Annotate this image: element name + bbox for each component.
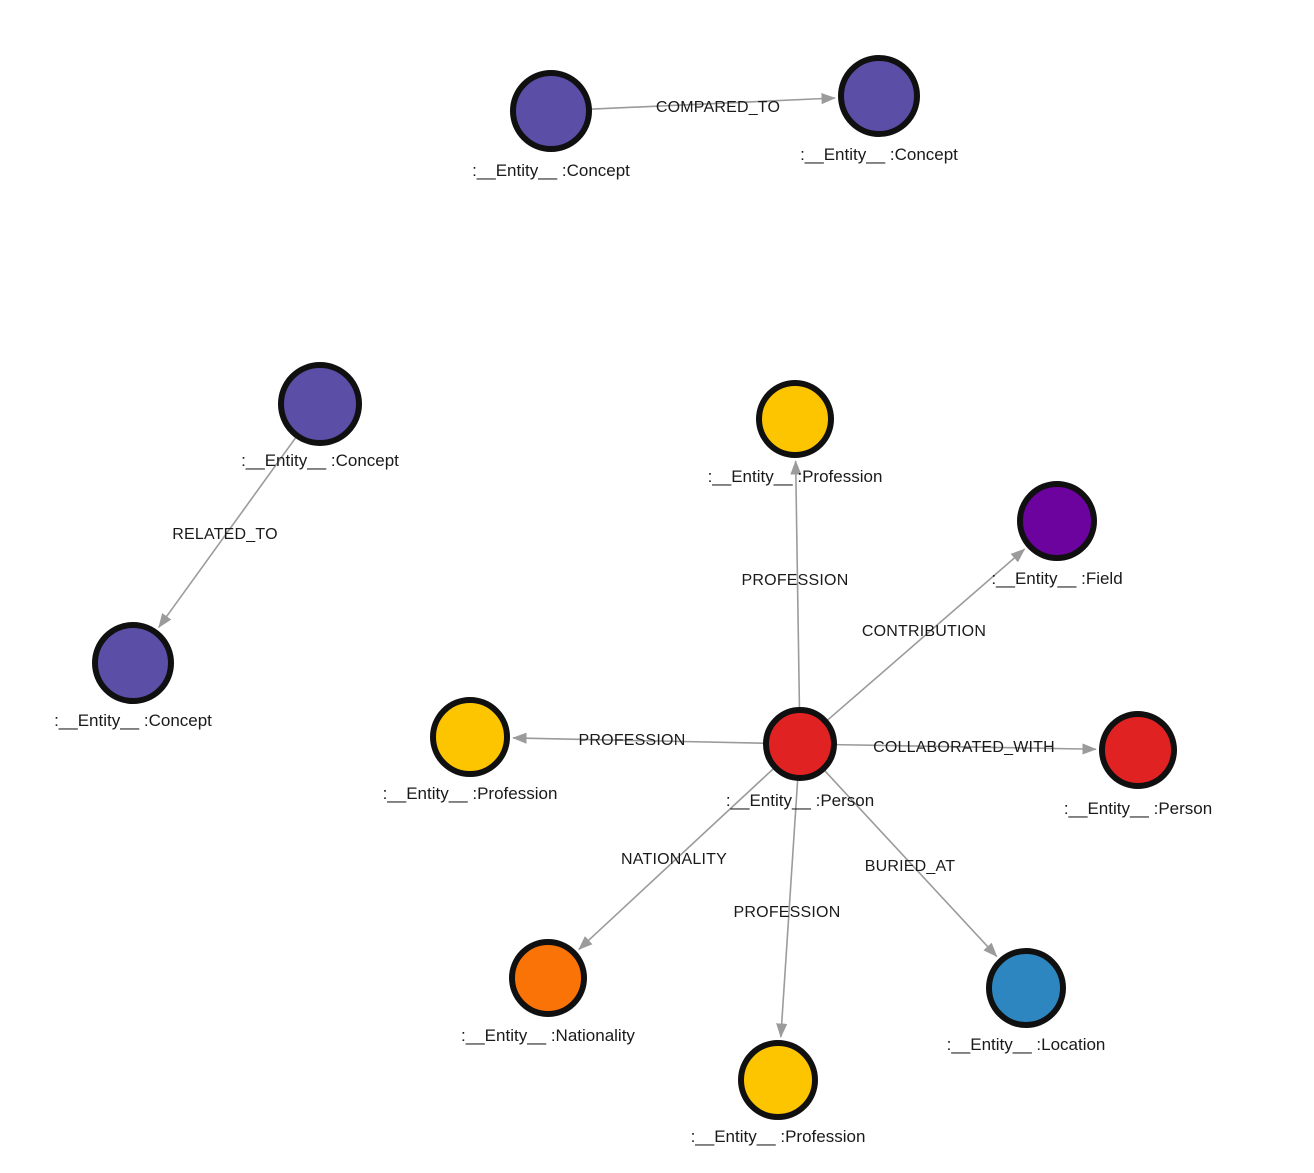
graph-node[interactable] — [763, 707, 837, 781]
graph-node[interactable] — [756, 380, 834, 458]
graph-edge[interactable] — [823, 769, 998, 958]
node-labels-layer: :__Entity__ :Concept :__Entity__ :Concept… — [54, 145, 1212, 1146]
edge-label: BURIED_AT — [865, 858, 955, 875]
graph-edge[interactable] — [512, 732, 766, 745]
edge-label: NATIONALITY — [621, 851, 727, 868]
graph-edge[interactable] — [825, 548, 1026, 722]
graph-edge[interactable] — [158, 435, 298, 628]
node-label: :__Entity__ :Concept — [800, 145, 958, 164]
edges-layer — [158, 93, 1097, 1038]
node-label: :__Entity__ :Concept — [54, 711, 212, 730]
graph-edge[interactable] — [790, 460, 802, 710]
edge-label: RELATED_TO — [172, 526, 277, 543]
graph-node[interactable] — [738, 1040, 818, 1120]
node-label: :__Entity__ :Person — [726, 791, 874, 810]
node-label: :__Entity__ :Person — [1064, 799, 1212, 818]
edge-label: PROFESSION — [579, 732, 686, 749]
graph-node[interactable] — [986, 948, 1066, 1028]
graph-node[interactable] — [510, 70, 592, 152]
node-label: :__Entity__ :Profession — [383, 784, 558, 803]
node-label: :__Entity__ :Location — [947, 1035, 1106, 1054]
graph-edge[interactable] — [578, 767, 775, 951]
edge-label: PROFESSION — [734, 904, 841, 921]
graph-node[interactable] — [1017, 481, 1097, 561]
node-label: :__Entity__ :Field — [991, 569, 1122, 588]
graph-node[interactable] — [430, 697, 510, 777]
graph-edge[interactable] — [776, 778, 799, 1038]
edge-label: COLLABORATED_WITH — [873, 739, 1055, 756]
node-label: :__Entity__ :Profession — [691, 1127, 866, 1146]
graph-node[interactable] — [92, 622, 174, 704]
graph-edge[interactable] — [834, 743, 1097, 755]
nodes-layer — [92, 55, 1177, 1120]
node-label: :__Entity__ :Profession — [708, 467, 883, 486]
node-label: :__Entity__ :Concept — [472, 161, 630, 180]
graph-node[interactable] — [278, 362, 362, 446]
graph-node[interactable] — [838, 55, 920, 137]
graph-node[interactable] — [1099, 711, 1177, 789]
graph-node[interactable] — [509, 939, 587, 1017]
edge-label: CONTRIBUTION — [862, 623, 986, 640]
graph-edge[interactable] — [589, 93, 836, 111]
edge-label: COMPARED_TO — [656, 99, 780, 116]
node-label: :__Entity__ :Concept — [241, 451, 399, 470]
edge-labels-layer: COMPARED_TO RELATED_TO PROFESSION CONTRIBUT… — [172, 99, 1055, 921]
node-label: :__Entity__ :Nationality — [461, 1026, 635, 1045]
edge-label: PROFESSION — [742, 572, 849, 589]
